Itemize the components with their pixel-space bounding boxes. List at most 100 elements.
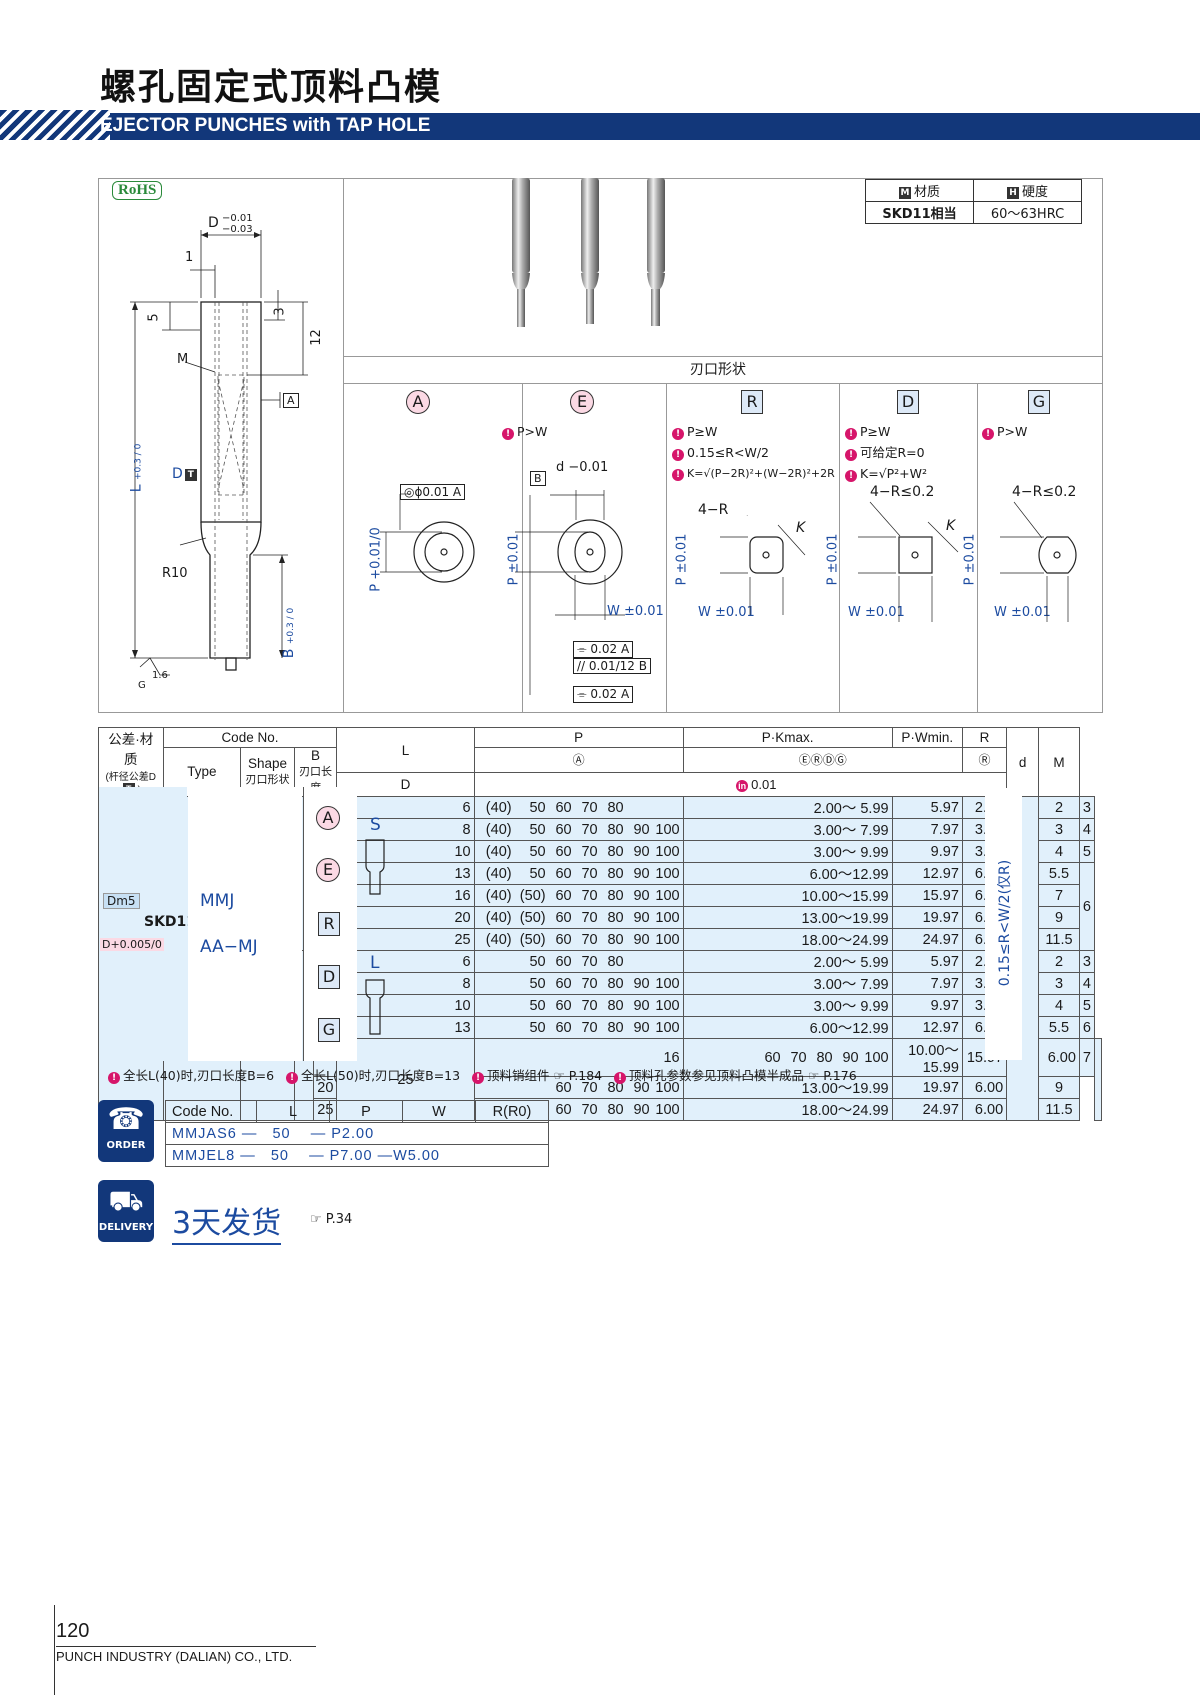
l-value: 100 xyxy=(864,1049,889,1066)
l-value: 100 xyxy=(655,997,680,1014)
row-shape-g: G xyxy=(318,1018,340,1042)
l-value: 80 xyxy=(607,997,624,1014)
col-pk: P·Kmax. xyxy=(682,727,893,748)
l-value: 80 xyxy=(607,931,624,948)
notes-row: !全长L(40)时,刃口长度B=6 !全长L(50)时,刃口长度B=13 !顶料… xyxy=(108,1065,857,1084)
l-value: 80 xyxy=(816,1049,833,1066)
row-shape-d: D xyxy=(318,965,340,989)
l-value: 50 xyxy=(529,997,546,1014)
l-value: 100 xyxy=(655,865,680,882)
cell-d-small: 11.5 xyxy=(1038,928,1080,951)
cell-d: 13 xyxy=(336,1016,475,1039)
l-value: 60 xyxy=(555,887,572,904)
cell-pk: 7.97 xyxy=(891,972,963,995)
cell-d-small: 9 xyxy=(1038,1076,1080,1099)
l-value: 60 xyxy=(764,1049,781,1066)
l-value: 80 xyxy=(607,821,624,838)
cell-d-small: 7 xyxy=(1078,1038,1096,1077)
cell-p: 2.00～ 5.99 xyxy=(682,950,893,973)
col-tol-mat: 公差·材质 xyxy=(108,732,154,767)
order-example-2: MMJEL8 — 50 — P7.00 —W5.00 xyxy=(165,1144,549,1167)
col-r: R xyxy=(961,727,1008,748)
cell-p: 18.00～24.99 xyxy=(682,1098,893,1121)
shape-g-radius: 4−R≤0.2 xyxy=(1012,484,1077,500)
l-value: 90 xyxy=(633,931,650,948)
banner-stripes xyxy=(0,110,110,140)
cell-m: 4 xyxy=(1078,818,1096,841)
shape-e-b-ref: B xyxy=(530,471,546,486)
l-value: 70 xyxy=(581,1079,598,1096)
b-tol: +0.3 / 0 xyxy=(286,607,297,645)
cell-pk: 5.97 xyxy=(891,950,963,973)
delivery-ref: ☞ P.34 xyxy=(310,1212,353,1227)
shape-e-d-tol: d −0.01 xyxy=(556,460,609,475)
l-value: 50 xyxy=(529,953,546,970)
l-value: 60 xyxy=(555,997,572,1014)
r-range: 0.15≤R<W/2(仅R) xyxy=(997,859,1013,987)
l-type: L xyxy=(370,953,380,973)
shape-g-p-tol: P ±0.01 xyxy=(962,533,978,586)
l-value: 100 xyxy=(655,931,680,948)
cell-p: 3.00～ 9.99 xyxy=(682,994,893,1017)
cell-d-small: 2 xyxy=(1038,796,1080,819)
l-value: 100 xyxy=(655,975,680,992)
shape-g-label: G xyxy=(1028,390,1050,414)
l-value: 70 xyxy=(581,843,598,860)
l-value: (40) xyxy=(485,865,512,882)
cell-d: 8 xyxy=(336,818,475,841)
l-value: 100 xyxy=(655,1079,680,1096)
t-badge: T xyxy=(184,469,197,481)
l-value: 90 xyxy=(633,909,650,926)
col-l: L xyxy=(336,727,475,773)
page-title-cn: 螺孔固定式顶料凸模 xyxy=(100,67,443,108)
m-label: 材质 xyxy=(913,185,940,200)
l-value: 80 xyxy=(607,887,624,904)
h-value: 60～63HRC xyxy=(973,201,1082,224)
cell-m: 6 xyxy=(1078,1016,1096,1039)
d-shank-label: D xyxy=(172,466,183,482)
l-label: L xyxy=(128,484,145,493)
l-value: 80 xyxy=(607,843,624,860)
l-value: 80 xyxy=(607,865,624,882)
shape-e-tol-1: ⌯ 0.02 A xyxy=(573,641,634,658)
type-aa-mj: AA−MJ xyxy=(200,937,258,957)
l-value: 100 xyxy=(655,843,680,860)
l-value: 90 xyxy=(633,843,650,860)
dim-3: 3 xyxy=(272,307,288,316)
s-profile-icon xyxy=(365,839,385,895)
cell-m: 6 xyxy=(1078,862,1096,951)
order-table: Code No. L P W R(R0) MMJAS6 — 50 — P2.00… xyxy=(165,1100,549,1167)
table-row: 13(40)50607080901006.00～12.9912.976.005.… xyxy=(99,862,1102,951)
col-shape: Shape xyxy=(247,756,288,772)
col-r-sub: Ⓡ xyxy=(961,746,1008,773)
l-value: 100 xyxy=(655,887,680,904)
l-value: 80 xyxy=(607,799,624,816)
l-value: 70 xyxy=(581,821,598,838)
cell-p: 10.00～15.99 xyxy=(891,1038,963,1077)
shape-r-label: R xyxy=(741,390,763,414)
shape-d-radius: 4−R≤0.2 xyxy=(870,484,935,500)
cell-p: 3.00～ 9.99 xyxy=(682,840,893,863)
cell-d: 20 xyxy=(336,906,475,929)
shape-r-radius: 4−R xyxy=(698,502,729,518)
cell-d: 10 xyxy=(336,994,475,1017)
cell-d: 8 xyxy=(336,972,475,995)
shape-e-label: E xyxy=(570,390,594,414)
m-badge: M xyxy=(898,187,911,199)
phone-icon: ☎ xyxy=(107,1102,145,1137)
l-value: 60 xyxy=(555,821,572,838)
rohs-badge: RoHS xyxy=(112,181,163,200)
l-value: 70 xyxy=(581,909,598,926)
l-value: 80 xyxy=(607,975,624,992)
shape-a-label: A xyxy=(406,390,430,414)
l-value: 60 xyxy=(555,865,572,882)
